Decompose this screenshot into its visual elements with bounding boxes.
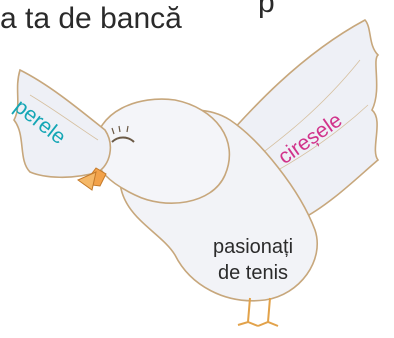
body-label-line2: de tenis: [217, 262, 289, 284]
instruction-text-cut-glyph: p: [258, 0, 275, 19]
body-label-line1: pasionați: [212, 236, 294, 258]
bird-legs: [237, 297, 279, 327]
bird-head: [94, 98, 231, 204]
body-label: pasionați de tenis: [203, 234, 303, 286]
bird-eye: [111, 136, 135, 143]
instruction-text-fragment: a ta de bancă: [0, 2, 182, 35]
